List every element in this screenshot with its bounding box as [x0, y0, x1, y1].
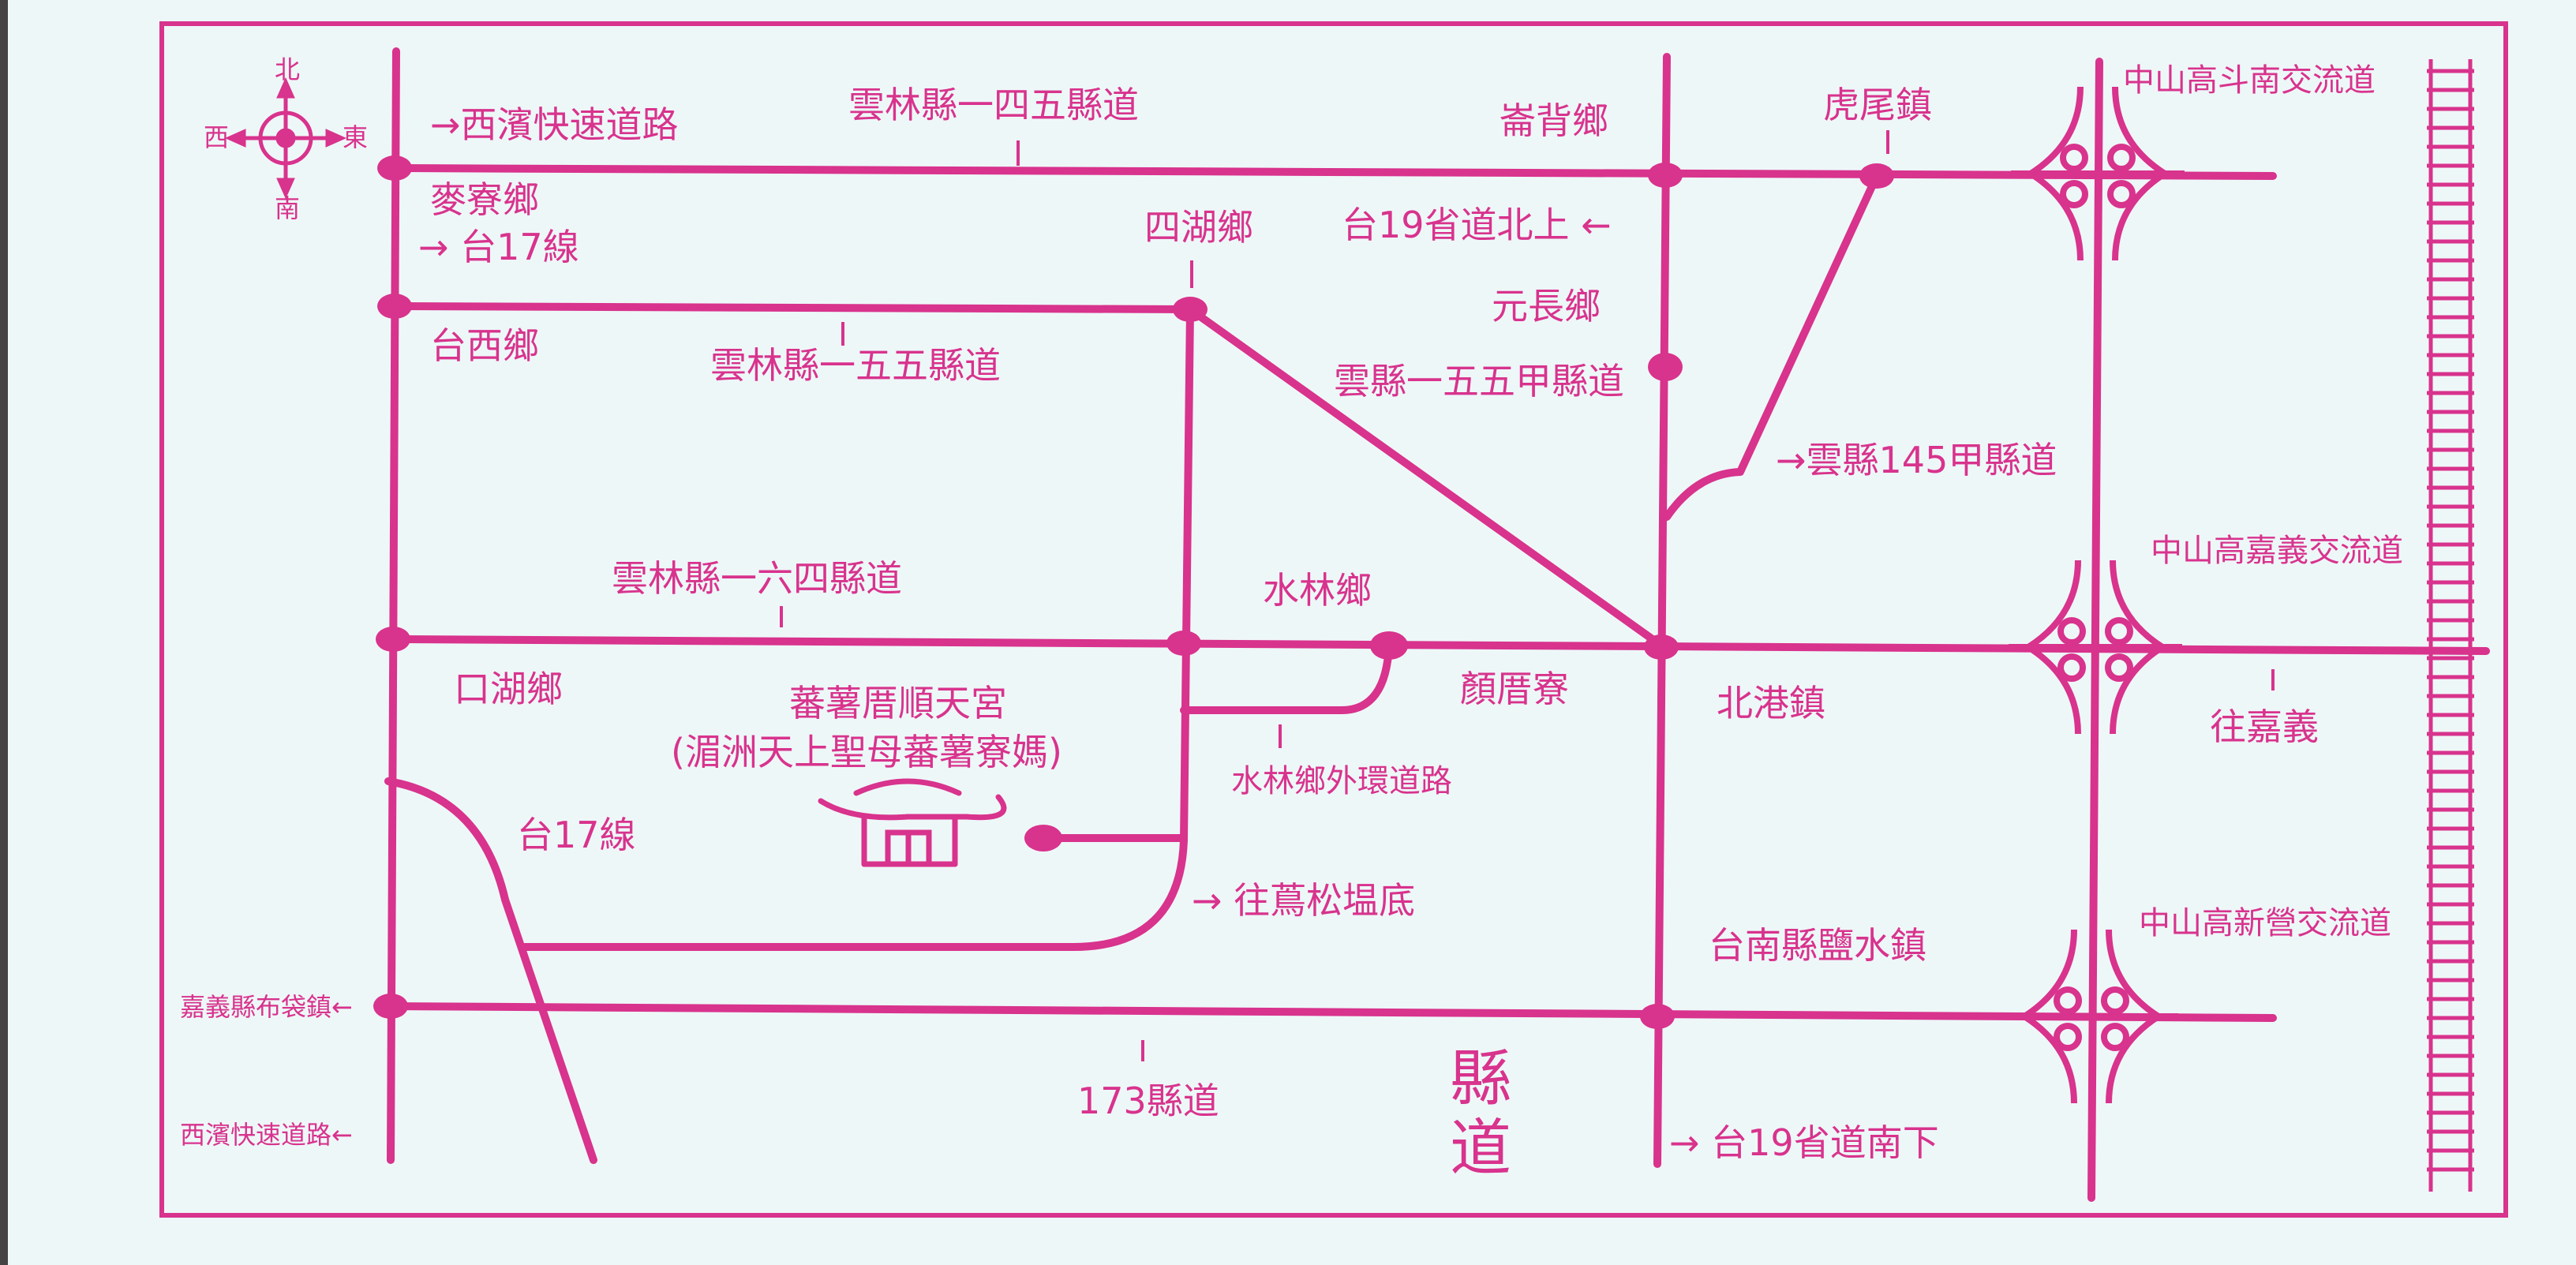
compass-east-label: 東	[343, 122, 369, 152]
road-sihu-vertical	[1180, 305, 1194, 844]
node-taixi	[377, 294, 412, 319]
map-frame	[159, 21, 2508, 1218]
label-tai17-bottom: 台17線	[517, 814, 636, 856]
road-tai17-vertical	[387, 47, 400, 1164]
label-kouhu: 口湖鄉	[454, 668, 563, 710]
road-county-173	[384, 1002, 2277, 1022]
node-sihu	[1173, 297, 1208, 322]
label-shuilin: 水林鄉	[1263, 569, 1372, 612]
label-huwei: 虎尾鎮	[1823, 84, 1932, 126]
interchange-chiayi	[2009, 560, 2182, 735]
railway	[2427, 59, 2474, 1192]
label-west-expressway-bottom: 西濱快速道路←	[180, 1120, 353, 1150]
label-to-chiayi: 往嘉義	[2210, 705, 2319, 748]
label-zhongshan-chiayi: 中山高嘉義交流道	[2151, 533, 2403, 569]
road-county-155a	[1186, 305, 1665, 649]
compass-north-label: 北	[275, 54, 301, 84]
label-west-expressway-top: →西濱快速道路	[430, 103, 679, 146]
compass-west-label: 西	[204, 122, 230, 152]
node-temple	[1024, 825, 1062, 851]
label-zhongshan-dounan: 中山高斗南交流道	[2123, 62, 2376, 99]
label-mailiao: 麥寮鄉	[430, 178, 539, 221]
road-tai19	[1653, 53, 1671, 1168]
scan-edge	[0, 0, 8, 1265]
label-arrows	[780, 130, 2275, 1061]
label-to-niaosong: → 往蔦松塭底	[1192, 879, 1416, 922]
compass-icon	[224, 77, 347, 200]
label-county-145a: →雲縣145甲縣道	[1776, 439, 2057, 481]
node-shuilin	[1166, 631, 1201, 656]
label-tai17-top: → 台17線	[418, 226, 579, 268]
road-county-155	[391, 302, 1194, 313]
label-tai19-south: → 台19省道南下	[1669, 1121, 1939, 1164]
compass-south-label: 南	[275, 193, 301, 223]
temple-name: 蕃薯厝順天宮	[789, 682, 1007, 724]
label-tai19-north: 台19省道北上 ←	[1342, 204, 1612, 246]
label-yuanchang: 元長鄉	[1492, 285, 1601, 327]
interchange-xinying	[2005, 929, 2178, 1104]
node-kouhu	[376, 627, 410, 652]
node-yuanchang	[1648, 353, 1683, 381]
label-beigang: 北港鎮	[1717, 682, 1825, 724]
label-zhongshan-xinying: 中山高新營交流道	[2139, 905, 2391, 941]
label-county-145: 雲林縣一四五縣道	[848, 84, 1139, 126]
node-beigang	[1644, 634, 1679, 660]
label-shuilin-ring: 水林鄉外環道路	[1231, 763, 1452, 799]
label-lunbei: 崙背鄉	[1500, 99, 1608, 142]
label-taixi: 台西鄉	[430, 324, 539, 367]
road-tai17-curve	[384, 777, 597, 1164]
road-temple-loop	[521, 836, 1188, 951]
road-shuilin-ring	[1180, 642, 1393, 714]
label-sihu: 四湖鄉	[1144, 206, 1253, 249]
label-county-164: 雲林縣一六四縣道	[612, 557, 902, 600]
node-mailiao	[377, 155, 412, 181]
node-yancuoliao	[1370, 631, 1408, 660]
label-county-155: 雲林縣一五五縣道	[710, 344, 1001, 387]
label-county-173: 173縣道	[1077, 1080, 1219, 1122]
interchange-dounan	[2011, 86, 2185, 261]
temple-subtitle: (湄洲天上聖母蕃薯寮媽)	[671, 731, 1062, 773]
road-county-145	[391, 164, 2277, 180]
road-county-145a	[1663, 172, 1881, 521]
label-yancuoliao: 顏厝寮	[1460, 668, 1569, 710]
road-freeway-1	[2087, 58, 2103, 1202]
node-lunbei	[1648, 163, 1683, 188]
node-yanshui	[1640, 1004, 1675, 1029]
label-budai: 嘉義縣布袋鎮←	[180, 992, 353, 1022]
temple-icon	[818, 778, 1007, 867]
label-county-155a: 雲縣一五五甲縣道	[1334, 360, 1624, 402]
label-county-road: 縣道	[1440, 1046, 1511, 1185]
node-huwei	[1859, 163, 1894, 189]
node-budai	[373, 994, 408, 1019]
label-tainan-yanshui: 台南縣鹽水鎮	[1709, 924, 1926, 967]
